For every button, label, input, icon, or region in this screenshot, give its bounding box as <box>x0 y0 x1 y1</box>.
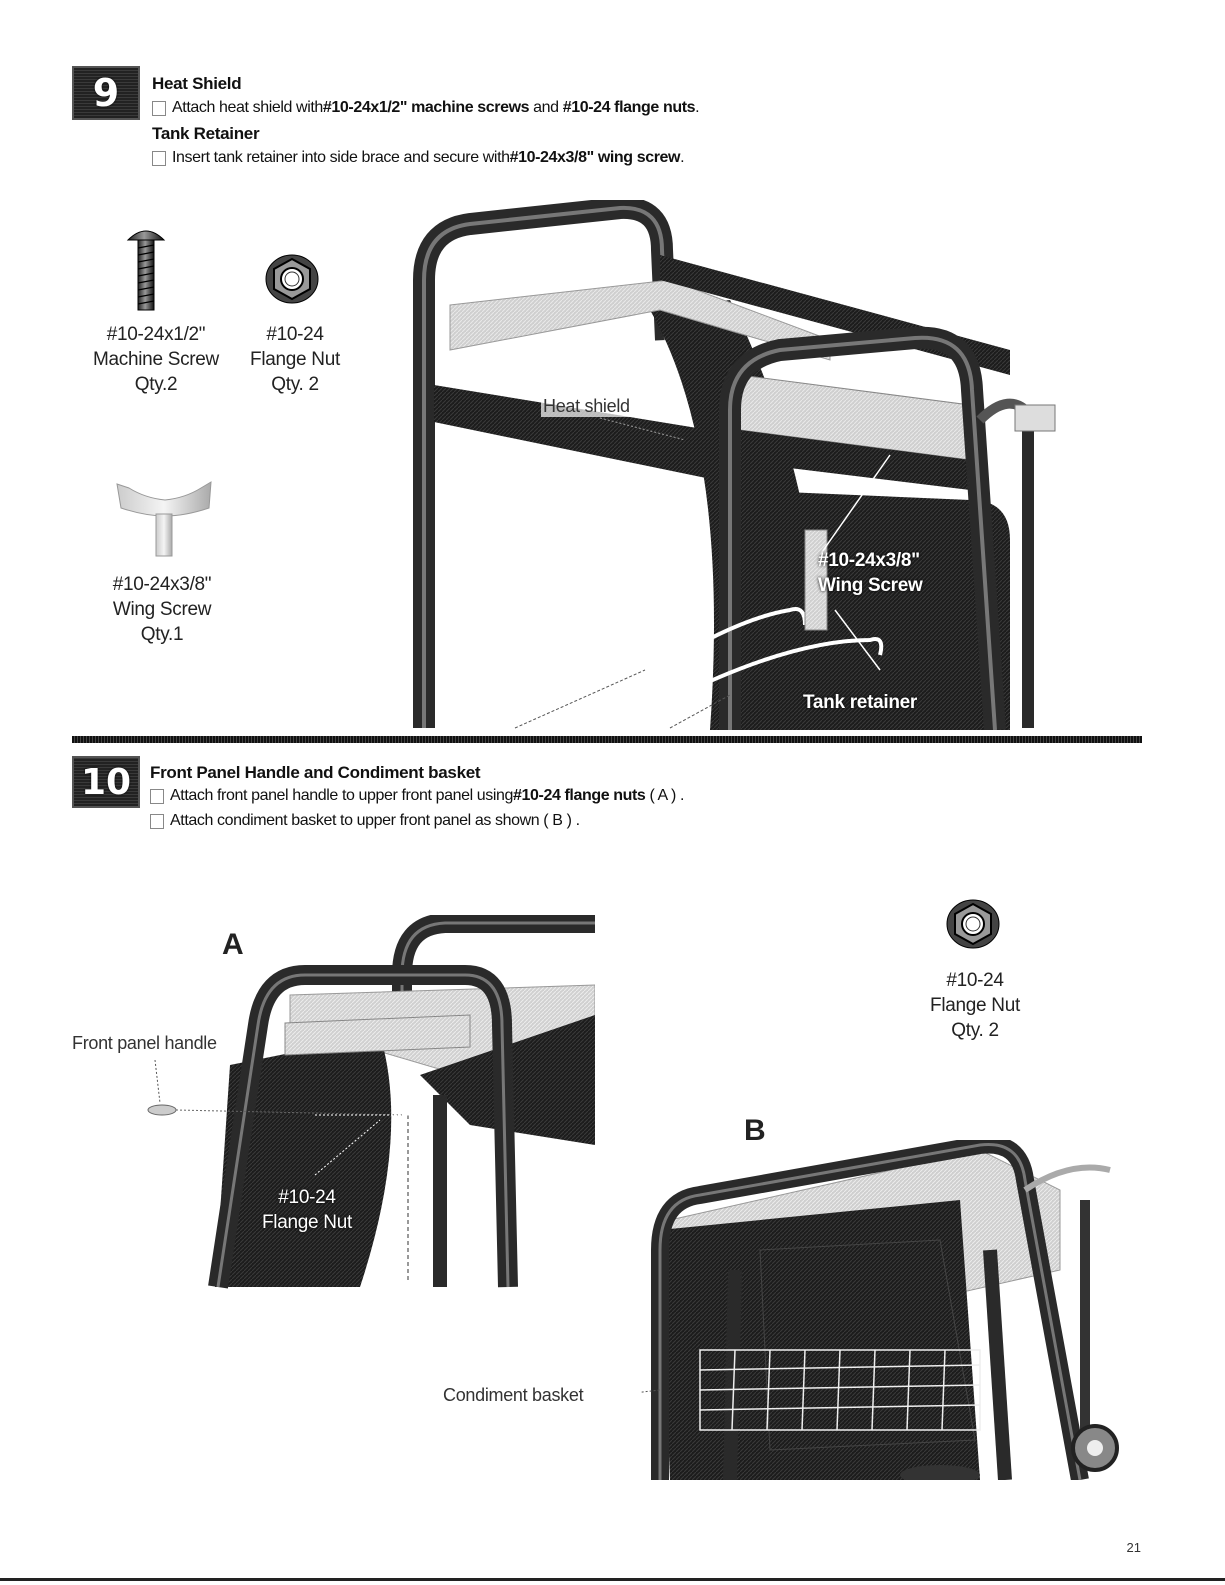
wing-screw-label: #10-24x3/8" Wing Screw Qty.1 <box>112 574 212 645</box>
step-10-number: 10 <box>80 761 132 803</box>
front-panel-handle-callout: Front panel handle <box>72 1033 217 1053</box>
bottom-rule <box>0 1578 1225 1581</box>
flange-nut-callout: #10-24 Flange Nut <box>262 1187 352 1233</box>
wing-screw-icon <box>116 481 212 557</box>
step-9-number: 9 <box>92 71 120 115</box>
condiment-basket-illustration <box>640 1140 1119 1480</box>
step-10-instruction-1: Attach front panel handle to upper front… <box>150 787 684 805</box>
flange-nut-label-step10: #10-24 Flange Nut Qty. 2 <box>930 970 1020 1041</box>
wing-screw-callout: #10-24x3/8" Wing Screw <box>818 550 923 596</box>
section-divider <box>72 736 1142 743</box>
machine-screw-label: #10-24x1/2" Machine Screw Qty.2 <box>93 324 219 395</box>
flange-nut-icon <box>265 254 319 304</box>
illustration-b-label: B <box>744 1114 766 1147</box>
flange-nut-label: #10-24 Flange Nut Qty. 2 <box>250 324 340 395</box>
tank-retainer-callout: Tank retainer <box>803 692 918 713</box>
checkbox-icon[interactable] <box>152 100 166 116</box>
machine-screw-icon <box>126 230 166 311</box>
step-10-instruction-2: Attach condiment basket to upper front p… <box>150 812 580 830</box>
page-number: 21 <box>1126 1540 1141 1555</box>
checkbox-icon[interactable] <box>150 813 164 829</box>
flange-nut-icon <box>946 899 1000 949</box>
step-10-heading: Front Panel Handle and Condiment basket <box>150 763 481 782</box>
step-10-badge: 10 <box>72 756 140 808</box>
front-panel-handle-illustration <box>147 915 595 1289</box>
heat-shield-assembly-illustration <box>413 200 1056 730</box>
step-9-instruction-1: Attach heat shield with #10-24x1/2" mach… <box>152 99 700 117</box>
checkbox-icon[interactable] <box>150 788 164 804</box>
condiment-basket-callout: Condiment basket <box>443 1385 584 1405</box>
illustration-a-label: A <box>222 928 244 961</box>
step-9-heading-heat-shield: Heat Shield <box>152 74 242 93</box>
step-9-instruction-2: Insert tank retainer into side brace and… <box>152 149 685 167</box>
checkbox-icon[interactable] <box>152 150 166 166</box>
heat-shield-callout: Heat shield <box>541 396 632 417</box>
step-9-heading-tank-retainer: Tank Retainer <box>152 124 260 143</box>
step-9-badge: 9 <box>72 66 140 120</box>
